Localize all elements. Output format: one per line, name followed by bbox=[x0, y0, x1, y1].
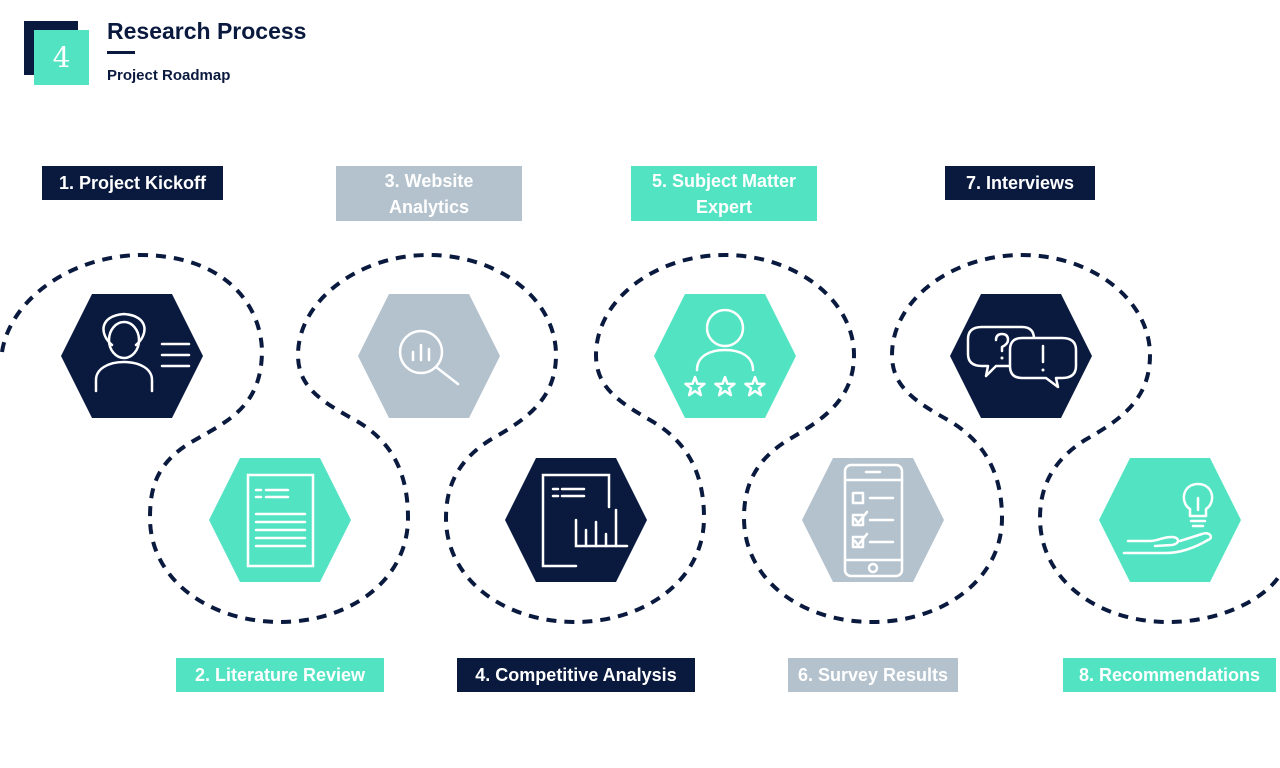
step-5-hexagon bbox=[654, 294, 796, 418]
section-number: 4 bbox=[34, 30, 89, 85]
page-title: Research Process bbox=[107, 18, 307, 44]
step-2-hexagon bbox=[209, 458, 351, 582]
step-7-hexagon bbox=[950, 294, 1092, 418]
step-6-hexagon bbox=[802, 458, 944, 582]
step-8-hexagon bbox=[1099, 458, 1241, 582]
mobile-checklist-icon bbox=[843, 463, 904, 578]
step-label-2: 2. Literature Review bbox=[176, 658, 384, 692]
title-underline bbox=[107, 51, 135, 54]
speech-bubbles-icon bbox=[966, 325, 1078, 389]
step-4-hexagon bbox=[505, 458, 647, 582]
step-label-8: 8. Recommendations bbox=[1063, 658, 1276, 692]
hexagon-shape bbox=[209, 458, 351, 582]
hexagon-shape bbox=[654, 294, 796, 418]
step-label-6: 6. Survey Results bbox=[788, 658, 958, 692]
document-icon bbox=[246, 473, 315, 568]
step-label-4: 4. Competitive Analysis bbox=[457, 658, 695, 692]
report-chart-icon bbox=[541, 473, 629, 568]
person-profile-icon bbox=[94, 312, 191, 393]
step-label-1: 1. Project Kickoff bbox=[42, 166, 223, 200]
hand-lightbulb-icon bbox=[1122, 482, 1214, 555]
magnifier-chart-icon bbox=[398, 329, 460, 386]
user-rating-icon bbox=[684, 308, 766, 397]
page-subtitle: Project Roadmap bbox=[107, 67, 231, 84]
step-3-hexagon bbox=[358, 294, 500, 418]
step-label-3: 3. Website Analytics bbox=[336, 166, 522, 221]
hexagon-shape bbox=[1099, 458, 1241, 582]
step-label-7: 7. Interviews bbox=[945, 166, 1095, 200]
roadmap-dashed-path bbox=[0, 252, 1280, 625]
step-1-hexagon bbox=[61, 294, 203, 418]
step-label-5: 5. Subject Matter Expert bbox=[631, 166, 817, 221]
section-number-badge: 4 bbox=[24, 21, 90, 85]
